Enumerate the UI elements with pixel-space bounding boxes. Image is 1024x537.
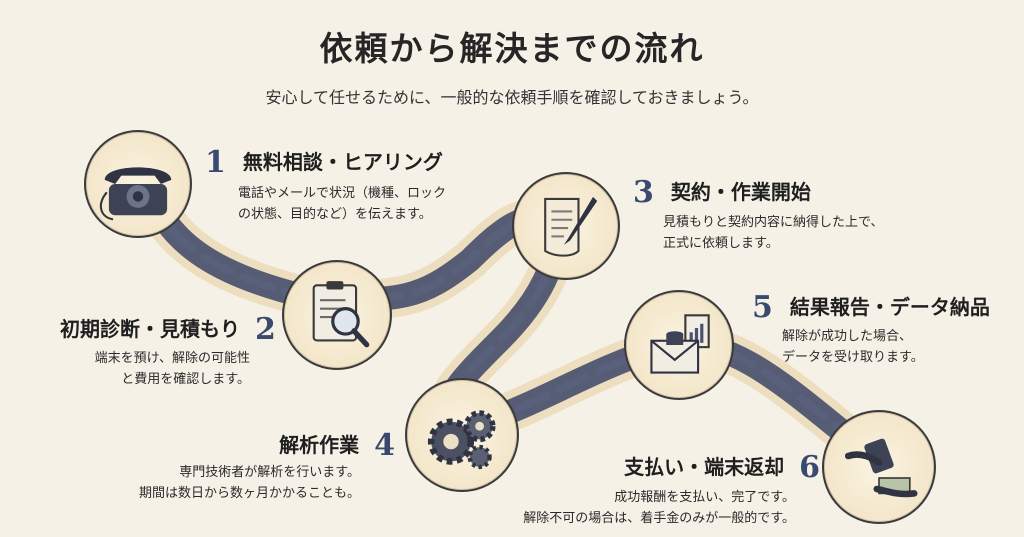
step-2-circle [282,260,392,370]
step-3-desc-line-1: 見積もりと契約内容に納得した上で、 [663,215,884,230]
step-2-title: 初期診断・見積もり 2 [60,312,276,347]
step-6-circle [822,410,936,524]
step-1-desc: 電話やメールで状況（機種、ロック の状態、目的など）を伝えます。 [238,183,446,225]
step-5-desc: 解除が成功した場合、 データを受け取ります。 [782,326,924,368]
step-2-number: 2 [254,312,276,347]
step-4-desc-line-1: 専門技術者が解析を行います。 [179,465,360,480]
step-1-circle [84,130,192,238]
step-4-circle [405,378,519,492]
step-4-number: 4 [374,428,395,463]
step-5-desc-line-1: 解除が成功した場合、 [782,329,913,344]
step-5-title: 5 結果報告・データ納品 [752,290,990,325]
step-6-desc: 成功報酬を支払い、完了です。 解除不可の場合は、着手金のみが一般的です。 [480,487,795,529]
magnifier-clipboard-icon [312,281,370,348]
step-3-label: 契約・作業開始 [670,180,811,204]
step-6-number: 6 [799,450,820,485]
step-6-label: 支払い・端末返却 [624,455,785,479]
telephone-icon [99,167,172,221]
step-2-desc-line-1: 端末を預け、解除の可能性 [94,351,250,366]
gears-icon [427,410,496,470]
envelope-data-icon [650,314,710,374]
step-1-label: 無料相談・ヒアリング [242,150,443,174]
step-5-desc-line-2: データを受け取ります。 [782,350,924,365]
step-1-desc-line-2: の状態、目的など）を伝えます。 [238,207,432,222]
step-3-desc-line-2: 正式に依頼します。 [663,236,779,251]
step-2-desc-line-2: と費用を確認します。 [121,372,250,387]
step-6-desc-line-1: 成功報酬を支払い、完了です。 [614,490,795,505]
step-4-desc-line-2: 期間は数日から数ヶ月かかることも。 [138,486,360,501]
step-2-desc: 端末を預け、解除の可能性 と費用を確認します。 [40,348,250,390]
page-title: 依頼から解決までの流れ [319,29,705,68]
page-subtitle: 安心して任せるために、一般的な依頼手順を確認しておきましょう。 [265,88,759,107]
step-3-circle [512,172,620,280]
step-3-desc: 見積もりと契約内容に納得した上で、 正式に依頼します。 [663,212,883,254]
step-3-number: 3 [633,175,654,210]
step-5-label: 結果報告・データ納品 [789,295,990,319]
step-1-desc-line-1: 電話やメールで状況（機種、ロック [238,186,447,201]
step-5-circle [624,290,734,400]
step-4-desc: 専門技術者が解析を行います。 期間は数日から数ヶ月かかることも。 [120,462,360,504]
step-4-title: 解析作業 4 [190,428,395,463]
step-4-label: 解析作業 [279,433,360,457]
step-1-title: 1 無料相談・ヒアリング [205,145,443,180]
step-6-title: 支払い・端末返却 6 [590,450,820,485]
step-2-label: 初期診断・見積もり [60,317,240,341]
step-1-number: 1 [205,145,226,180]
contract-pen-icon [544,196,598,257]
handover-payment-icon [844,438,918,498]
step-6-desc-line-2: 解除不可の場合は、着手金のみが一般的です。 [523,511,795,526]
step-3-title: 3 契約・作業開始 [633,175,811,210]
step-5-number: 5 [752,290,773,325]
